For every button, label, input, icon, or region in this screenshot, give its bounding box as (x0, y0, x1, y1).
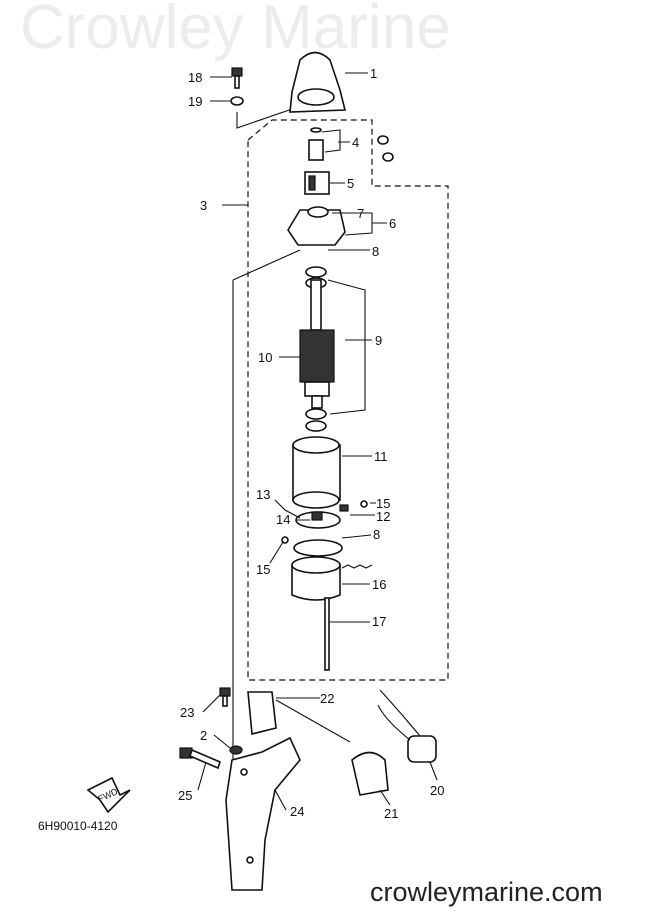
callout-leaders (197, 72, 438, 811)
part-10-armature[interactable] (299, 279, 335, 432)
callout-18: 18 (188, 70, 202, 85)
callout-15: 15 (376, 496, 390, 511)
part-2-washer-top (377, 135, 394, 162)
leader-line (275, 699, 351, 743)
callout-21: 21 (384, 806, 398, 821)
callout-2: 2 (200, 728, 207, 743)
callout-22: 22 (320, 691, 334, 706)
part-19-washer[interactable] (230, 96, 244, 106)
callout-19: 19 (188, 94, 202, 109)
part-6-front-bracket[interactable] (287, 206, 346, 246)
part-4-spring-clip[interactable] (308, 127, 324, 161)
callout-25: 25 (178, 788, 192, 803)
part-24-bracket[interactable] (225, 736, 301, 891)
callout-8-lower: 8 (373, 527, 380, 542)
part-25-bolt[interactable] (179, 747, 221, 770)
callout-3: 3 (200, 198, 207, 213)
callout-14: 14 (276, 512, 290, 527)
callout-24: 24 (290, 804, 304, 819)
callout-9: 9 (375, 333, 382, 348)
callout-1: 1 (370, 66, 377, 81)
part-1-cap[interactable] (289, 51, 347, 113)
part-12-brush[interactable] (339, 504, 349, 512)
part-15-spring[interactable] (281, 500, 368, 544)
callout-17: 17 (372, 614, 386, 629)
part-18-bolt[interactable] (231, 67, 243, 89)
part-11-yoke[interactable] (292, 436, 341, 509)
part-13-brush-holder[interactable] (295, 511, 341, 529)
callout-6: 6 (389, 216, 396, 231)
callout-8: 8 (372, 244, 379, 259)
part-5-pinion[interactable] (304, 171, 330, 195)
callout-20: 20 (430, 783, 444, 798)
callout-5: 5 (347, 176, 354, 191)
part-21-cover[interactable] (351, 751, 389, 796)
callout-16: 16 (372, 577, 386, 592)
starter-assembly-outline (247, 119, 449, 681)
website-watermark: crowleymarine.com (370, 877, 603, 907)
part-16-rear-cover[interactable] (291, 556, 373, 601)
fwd-arrow: FWD (86, 776, 131, 814)
callout-10: 10 (258, 350, 272, 365)
part-17-through-bolt[interactable] (324, 597, 330, 671)
part-22-plate[interactable] (247, 691, 277, 736)
callout-12: 12 (376, 509, 390, 524)
callout-11: 11 (374, 449, 388, 464)
watermark: Crowley Marine (20, 0, 451, 62)
part-2-washer[interactable] (229, 745, 243, 755)
part-23-bolt[interactable] (219, 687, 231, 707)
callout-7: 7 (357, 206, 364, 221)
callout-23: 23 (180, 705, 194, 720)
callout-4: 4 (352, 135, 359, 150)
part-8-seal-lower[interactable] (293, 539, 343, 557)
callout-15-lower: 15 (256, 562, 270, 577)
leader-line (232, 249, 301, 281)
part-20-relay[interactable] (377, 689, 437, 763)
leader-line (327, 279, 366, 415)
drawing-code: 6H90010-4120 (38, 819, 118, 833)
callout-13: 13 (256, 487, 270, 502)
leader-line (236, 107, 296, 129)
